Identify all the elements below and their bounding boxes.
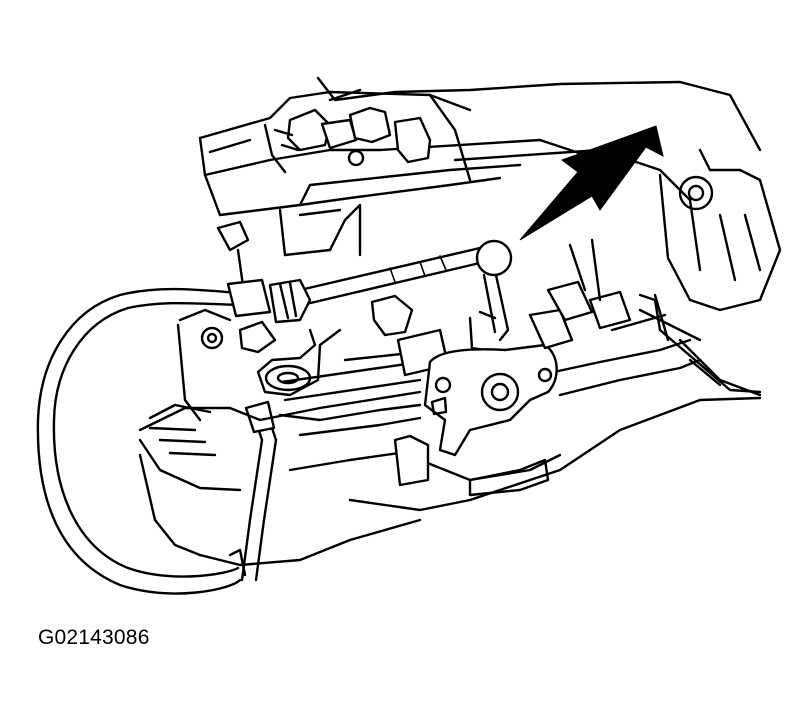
lower-bracket bbox=[198, 328, 762, 567]
valve-cover bbox=[138, 308, 762, 557]
figure-code: G02143086 bbox=[38, 626, 150, 649]
throttle-body-bracket bbox=[176, 203, 362, 422]
cable-ball-end bbox=[475, 239, 513, 277]
control-cable-rod bbox=[268, 239, 513, 342]
cable-sleeve-loop bbox=[36, 278, 272, 595]
fuel-injector-connectors bbox=[263, 106, 432, 174]
callout-arrow bbox=[519, 125, 664, 241]
vacuum-tube bbox=[228, 400, 278, 582]
throttle-lever-assembly bbox=[370, 238, 670, 457]
